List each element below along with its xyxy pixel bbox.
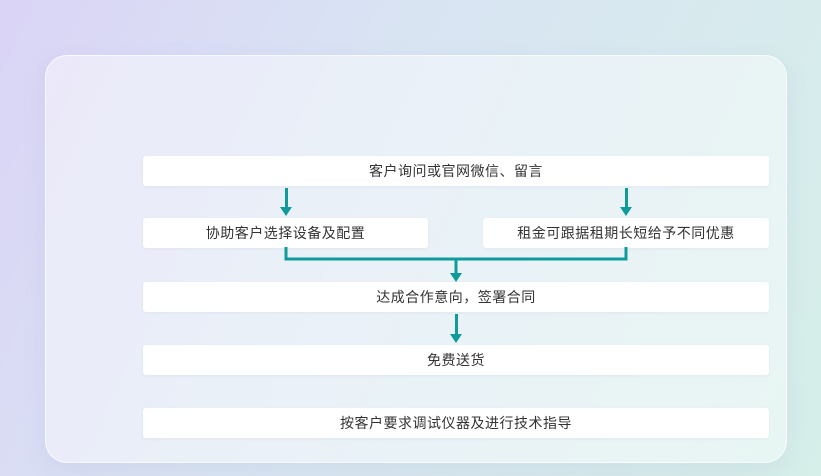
arrow-shaft [454, 314, 458, 334]
arrow-down-icon [620, 188, 632, 216]
arrow-shaft [284, 188, 288, 207]
flow-step-debug-guidance: 按客户要求调试仪器及进行技术指导 [143, 408, 769, 438]
arrow-head [280, 207, 292, 216]
flow-step-free-delivery: 免费送货 [143, 345, 769, 375]
flow-step-assist-select: 协助客户选择设备及配置 [143, 218, 428, 248]
arrow-head [620, 207, 632, 216]
arrow-shaft [624, 188, 628, 207]
flowchart-card: 客户询问或官网微信、留言 协助客户选择设备及配置 租金可跟据租期长短给予不同优惠… [45, 55, 787, 463]
arrow-down-icon [280, 188, 292, 216]
merge-connector [284, 247, 628, 282]
flow-step-sign-contract: 达成合作意向，签署合同 [143, 282, 769, 312]
flow-step-inquiry: 客户询问或官网微信、留言 [143, 156, 769, 186]
arrow-head [450, 334, 462, 343]
flow-step-rent-discount: 租金可跟据租期长短给予不同优惠 [483, 218, 769, 248]
arrow-down-icon [450, 314, 462, 343]
